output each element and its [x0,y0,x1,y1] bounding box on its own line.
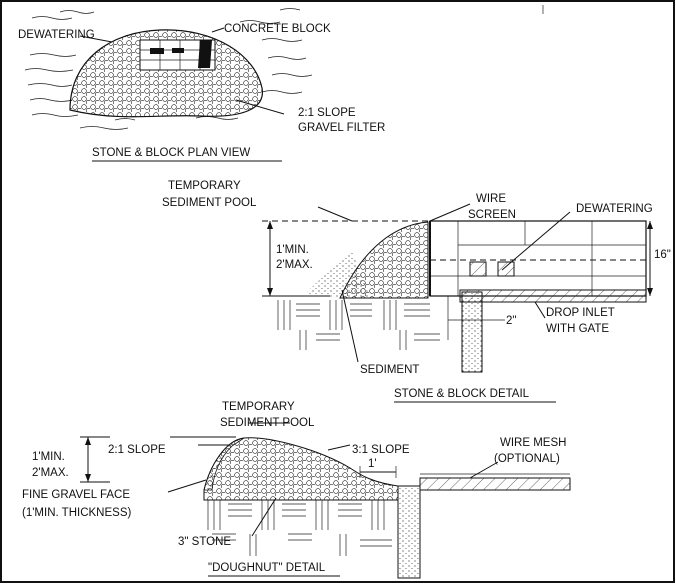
dewatering-opening [497,261,515,277]
label-slope-right: 3:1 SLOPE [352,444,410,456]
label-min-thickness: (1'MIN. THICKNESS) [22,507,131,519]
leader-wire-screen [429,203,471,222]
label-height: 16" [654,249,671,261]
fine-gravel-face [203,437,245,491]
label-slope: 2:1 SLOPE [298,107,356,119]
leader-pool [317,206,353,222]
label-fine-gravel-face: FINE GRAVEL FACE [22,489,130,501]
label-depth-max: 2'MAX. [32,467,69,479]
label-gravel-filter: GRAVEL FILTER [298,122,385,134]
leader-fine-gravel [167,479,207,493]
drop-inlet-grate [459,289,647,303]
concrete-block-solid [198,40,212,68]
label-sediment-pool: SEDIMENT POOL [220,417,315,429]
label-slope-left: 2:1 SLOPE [108,444,166,456]
label-depth-max: 2'MAX. [276,259,313,271]
label-dewatering-detail: DEWATERING [576,203,653,215]
ground-lines-right [195,8,313,120]
leader-gravel-filter [235,99,285,115]
dewatering-opening [469,261,487,277]
concrete-block-section [429,220,647,297]
leader-concrete-block [211,27,225,33]
label-dewatering-plan: DEWATERING [18,29,95,41]
label-sediment-pool: SEDIMENT POOL [162,197,257,209]
title-doughnut-detail: "DOUGHNUT" DETAIL [208,562,326,574]
block-opening [172,48,184,53]
leader-wire-mesh [469,461,499,479]
concrete-block-group [139,39,216,71]
label-optional: (OPTIONAL) [494,453,560,465]
doughnut-detail-drawing: TEMPORARY SEDIMENT POOL 1'MIN. 2'MAX. 2:… [22,401,571,579]
leader-dewatering [79,35,113,43]
label-offset: 1' [368,458,377,470]
inlet-wall [461,291,483,373]
label-stone-size: 3" STONE [178,536,231,548]
label-wire-mesh: WIRE MESH [500,437,566,449]
inlet-wall [397,485,421,579]
ground-lines-left [24,10,136,130]
label-concrete-block: CONCRETE BLOCK [224,23,331,35]
block-opening [150,48,164,54]
label-depth-min: 1'MIN. [32,451,65,463]
leader-sediment [341,289,359,363]
leader-dewatering [501,211,571,271]
plan-view-drawing: DEWATERING CONCRETE BLOCK 2:1 SLOPE GRAV… [18,8,385,162]
label-with-gate: WITH GATE [546,323,609,335]
label-temporary: TEMPORARY [222,401,295,413]
title-plan-view: STONE & BLOCK PLAN VIEW [92,147,250,159]
stone-slope [339,221,429,299]
stone-block-detail-drawing: TEMPORARY SEDIMENT POOL 1'MIN. 2'MAX. WI… [162,180,671,403]
label-sediment: SEDIMENT [360,364,419,376]
ground-hatch [207,500,392,556]
label-drop-inlet: DROP INLET [546,307,615,319]
ground-hatch [277,300,440,350]
leader-slope-right [327,444,351,451]
leader-stone [251,497,277,537]
label-screen: SCREEN [468,209,516,221]
label-wire: WIRE [476,193,506,205]
leader-drop-inlet [534,301,546,319]
wire-mesh-grate [419,477,571,491]
title-stone-block-detail: STONE & BLOCK DETAIL [394,388,530,400]
label-depth-min: 1'MIN. [276,244,309,256]
label-temporary: TEMPORARY [168,180,241,192]
label-gap: 2" [506,315,516,327]
